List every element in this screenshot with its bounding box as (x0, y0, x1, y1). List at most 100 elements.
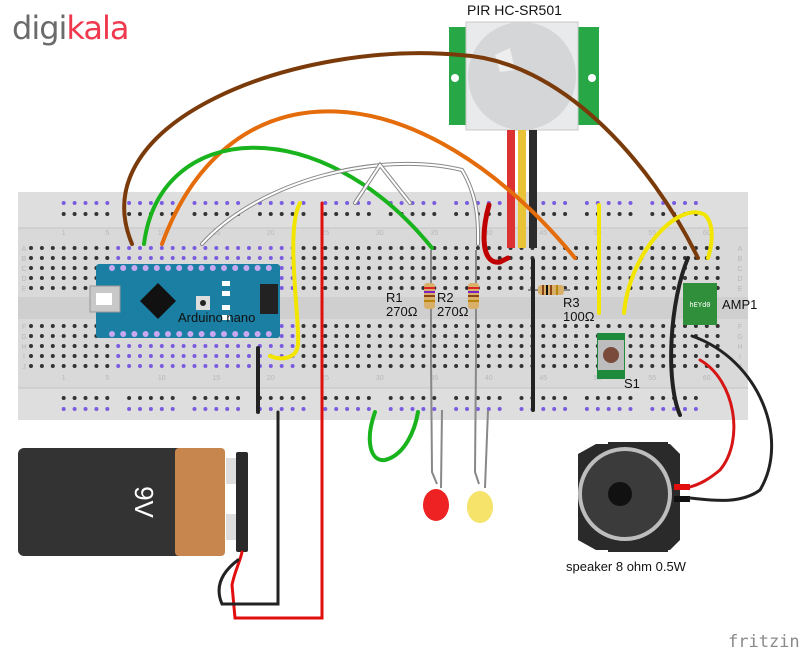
breadboard-hole (72, 256, 77, 260)
breadboard-hole (377, 276, 382, 280)
breadboard-hole (519, 286, 524, 290)
breadboard-hole (279, 364, 284, 368)
breadboard-hole (443, 344, 448, 348)
breadboard-hole (617, 212, 622, 216)
breadboard-hole (606, 266, 611, 270)
breadboard-hole (290, 324, 295, 328)
breadboard-hole (356, 276, 360, 280)
breadboard-hole (29, 324, 33, 328)
breadboard-hole (475, 396, 480, 400)
breadboard-hole (443, 324, 448, 328)
breadboard-hole (39, 246, 44, 250)
breadboard-hole (268, 246, 273, 250)
r1-band (424, 291, 435, 293)
breadboard-hole (323, 364, 328, 368)
breadboard-hole (323, 276, 328, 280)
breadboard-hole (388, 266, 393, 270)
breadboard-hole (334, 396, 339, 400)
breadboard-hole (148, 256, 153, 260)
breadboard-hole (377, 246, 382, 250)
breadboard-hole (399, 396, 404, 400)
row-letter: B (22, 256, 27, 263)
breadboard-hole (497, 246, 502, 250)
breadboard-hole (552, 201, 557, 205)
breadboard-hole (410, 407, 415, 411)
breadboard-hole (432, 324, 437, 328)
pir-sensor (449, 21, 599, 248)
breadboard-hole (574, 364, 578, 368)
breadboard-hole (465, 266, 469, 270)
breadboard-hole (704, 276, 709, 280)
arduino-board (96, 264, 280, 338)
s1-button-cap[interactable] (603, 347, 619, 363)
wire-orange (160, 109, 577, 260)
column-number: 10 (158, 230, 166, 237)
breadboard-hole (497, 407, 502, 411)
breadboard-hole (127, 407, 132, 411)
breadboard-hole (72, 407, 77, 411)
r2-band (468, 300, 479, 302)
breadboard-hole (628, 266, 633, 270)
breadboard-hole (29, 246, 33, 250)
breadboard-hole (421, 407, 426, 411)
breadboard-hole (203, 246, 208, 250)
breadboard-hole (312, 286, 317, 290)
breadboard-hole (519, 364, 524, 368)
breadboard-hole (541, 407, 546, 411)
arduino-pin (198, 265, 205, 271)
breadboard-hole (192, 201, 197, 205)
breadboard-hole (116, 344, 121, 348)
breadboard-hole (465, 276, 469, 280)
breadboard-hole (584, 364, 589, 368)
breadboard-hole (72, 354, 77, 358)
breadboard-hole (574, 266, 578, 270)
r3-band (556, 285, 558, 295)
breadboard-hole (454, 354, 459, 358)
breadboard-hole (39, 334, 44, 338)
row-letter: A (738, 246, 743, 253)
breadboard-hole (497, 364, 502, 368)
breadboard-hole (595, 396, 600, 400)
breadboard-hole (127, 344, 132, 348)
breadboard-hole (268, 212, 273, 216)
breadboard-hole (650, 246, 655, 250)
breadboard-hole (301, 354, 306, 358)
breadboard-hole (574, 334, 578, 338)
breadboard-hole (301, 276, 306, 280)
wire-red-power (230, 201, 324, 620)
breadboard-hole (672, 256, 677, 260)
breadboard-hole (268, 407, 273, 411)
breadboard-hole (584, 212, 589, 216)
breadboard-hole (203, 212, 208, 216)
r1-band (424, 295, 435, 297)
breadboard-hole (83, 201, 88, 205)
speaker-wire-black (674, 496, 690, 502)
breadboard-hole (421, 246, 426, 250)
breadboard-hole (410, 334, 415, 338)
row-letter: I (739, 354, 741, 361)
power-rail-bottom (18, 388, 748, 420)
arduino-pin (176, 265, 183, 271)
breadboard-hole (584, 344, 589, 348)
breadboard-hole (454, 344, 459, 348)
breadboard-hole (312, 256, 317, 260)
digikala-logo: digikala (12, 10, 129, 46)
breadboard-hole (486, 396, 491, 400)
breadboard-hole (116, 354, 121, 358)
breadboard-hole (497, 354, 502, 358)
breadboard-hole (236, 201, 241, 205)
breadboard-hole (541, 344, 546, 348)
breadboard-hole (541, 276, 546, 280)
breadboard-hole (606, 396, 611, 400)
breadboard-hole (399, 276, 404, 280)
battery-body (18, 448, 218, 556)
r1-value: 270Ω (386, 304, 418, 319)
arduino-pin (265, 265, 272, 271)
breadboard-hole (497, 201, 502, 205)
breadboard-hole (334, 324, 339, 328)
breadboard-hole (323, 407, 328, 411)
breadboard-hole (519, 324, 524, 328)
breadboard-hole (541, 246, 546, 250)
breadboard-hole (486, 344, 491, 348)
breadboard-hole (312, 364, 317, 368)
